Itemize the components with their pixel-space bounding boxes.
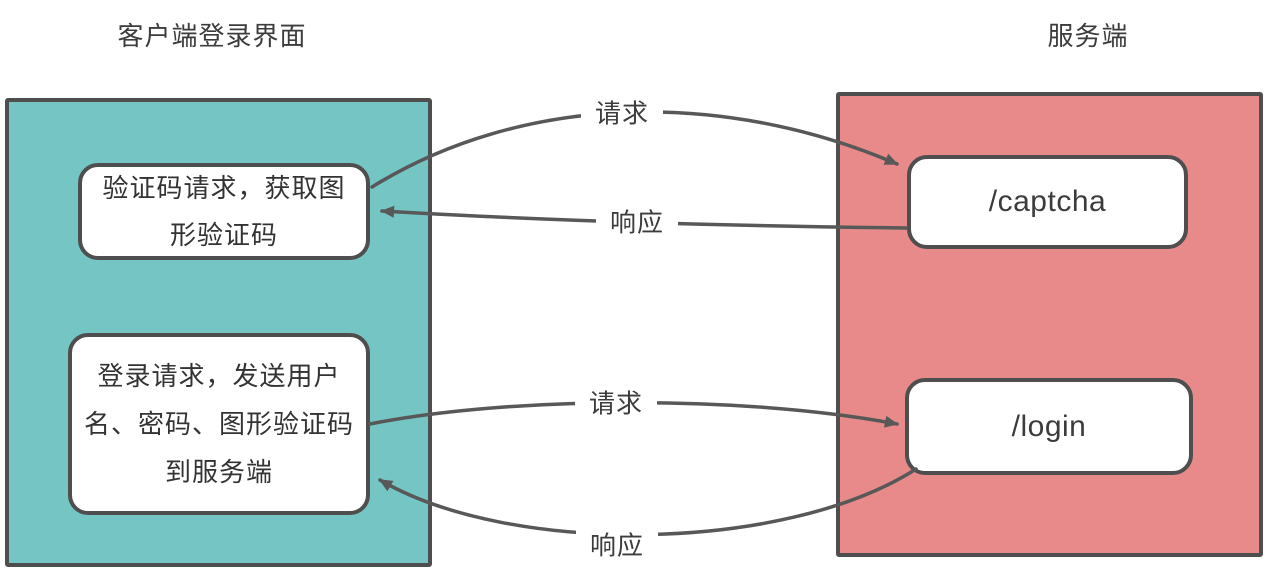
login-request-text-line: 登录请求，发送用户 (97, 361, 341, 391)
login-request-box: 登录请求，发送用户 名、密码、图形验证码 到服务端 (68, 333, 370, 515)
server-panel-title: 服务端 (1047, 21, 1129, 51)
captcha-endpoint-box: /captcha (907, 155, 1188, 249)
login-request-text-line: 到服务端 (164, 457, 273, 487)
captcha-request-box: 验证码请求，获取图 形验证码 (78, 163, 370, 260)
arrow-label-response-captcha: 响应 (595, 200, 679, 242)
arrow-label-response-login: 响应 (575, 523, 659, 565)
login-endpoint-label: /login (1011, 409, 1087, 443)
login-request-text-line: 名、密码、图形验证码 (83, 409, 354, 439)
client-panel-title: 客户端登录界面 (117, 21, 307, 51)
captcha-endpoint-label: /captcha (988, 185, 1107, 218)
arrow-label-request-login: 请求 (574, 381, 658, 423)
login-endpoint-box: /login (905, 378, 1193, 475)
captcha-request-text-line: 形验证码 (169, 219, 278, 250)
captcha-request-text-line: 验证码请求，获取图 (102, 172, 346, 203)
arrow-label-request-captcha: 请求 (580, 91, 664, 133)
